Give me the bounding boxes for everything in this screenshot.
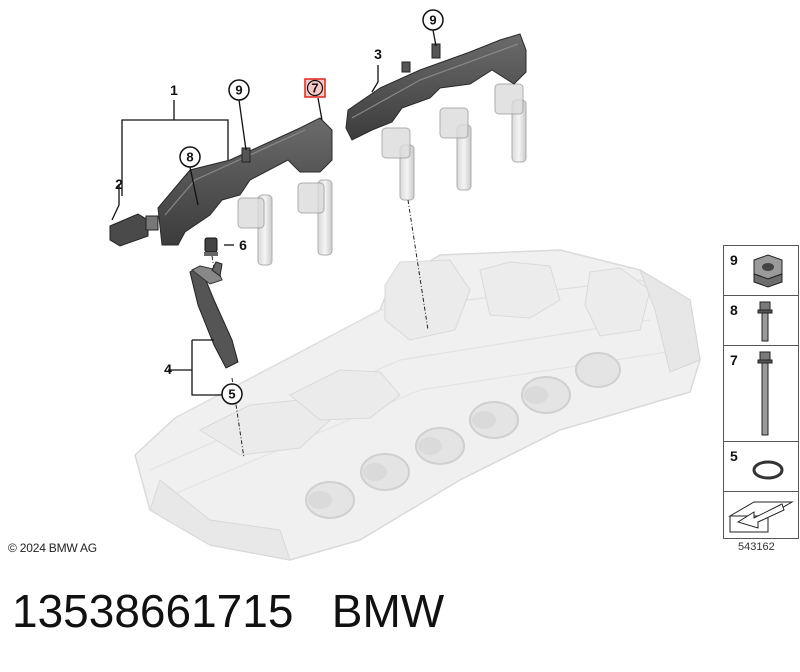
svg-text:9: 9	[429, 13, 436, 28]
callout-7-highlighted: 7	[304, 78, 326, 98]
part-number: 13538661715	[12, 585, 294, 637]
callout-9-left: 9	[228, 79, 250, 101]
callout-4: 4	[164, 361, 172, 377]
callout-3: 3	[374, 46, 382, 62]
svg-text:2: 2	[115, 176, 123, 192]
legend-row-o-ring[interactable]: 5	[724, 442, 798, 492]
pressure-sensor	[109, 213, 159, 247]
legend-number: 5	[730, 448, 738, 464]
callout-2: 2	[115, 176, 123, 192]
cylinder-head	[134, 249, 701, 561]
callout-1: 1	[170, 82, 178, 98]
bolt-and-washer	[204, 237, 218, 256]
callout-5: 5	[221, 383, 243, 405]
svg-text:9: 9	[235, 83, 242, 98]
svg-text:6: 6	[239, 237, 247, 253]
short-bolt-icon	[757, 301, 773, 342]
legend-number: 9	[730, 252, 738, 268]
leader-lines	[111, 29, 437, 396]
brand-name: BMW	[331, 585, 445, 637]
right-fuel-rail	[345, 33, 527, 141]
callout-8: 8	[179, 146, 201, 168]
legend-number: 8	[730, 302, 738, 318]
o-ring-icon	[752, 460, 784, 480]
legend-row-long-bolt[interactable]: 7	[724, 346, 798, 442]
hex-nut-icon	[753, 254, 783, 288]
svg-text:7: 7	[311, 81, 318, 96]
parts-legend: 9 8 7 5	[723, 245, 799, 539]
left-injector-group	[237, 179, 333, 266]
diagram-id: 543162	[738, 541, 775, 553]
svg-text:4: 4	[164, 361, 172, 377]
svg-text:5: 5	[228, 387, 235, 402]
legend-number: 7	[730, 352, 738, 368]
legend-row-nut[interactable]: 9	[724, 246, 798, 296]
svg-text:8: 8	[186, 150, 193, 165]
legend-row-symbol[interactable]	[724, 492, 798, 538]
svg-text:1: 1	[170, 82, 178, 98]
assembly-lines	[211, 199, 429, 459]
svg-text:3: 3	[374, 46, 382, 62]
single-injector	[189, 261, 239, 369]
callout-9-right: 9	[422, 9, 444, 31]
long-bolt-icon	[757, 351, 773, 436]
right-injector-group	[381, 83, 527, 201]
legend-row-short-bolt[interactable]: 8	[724, 296, 798, 346]
arrow-symbol-icon	[728, 501, 794, 533]
callout-6: 6	[239, 237, 247, 253]
copyright-text: © 2024 BMW AG	[8, 541, 97, 555]
left-fuel-rail	[157, 117, 333, 246]
part-caption: 13538661715 BMW	[12, 584, 444, 638]
